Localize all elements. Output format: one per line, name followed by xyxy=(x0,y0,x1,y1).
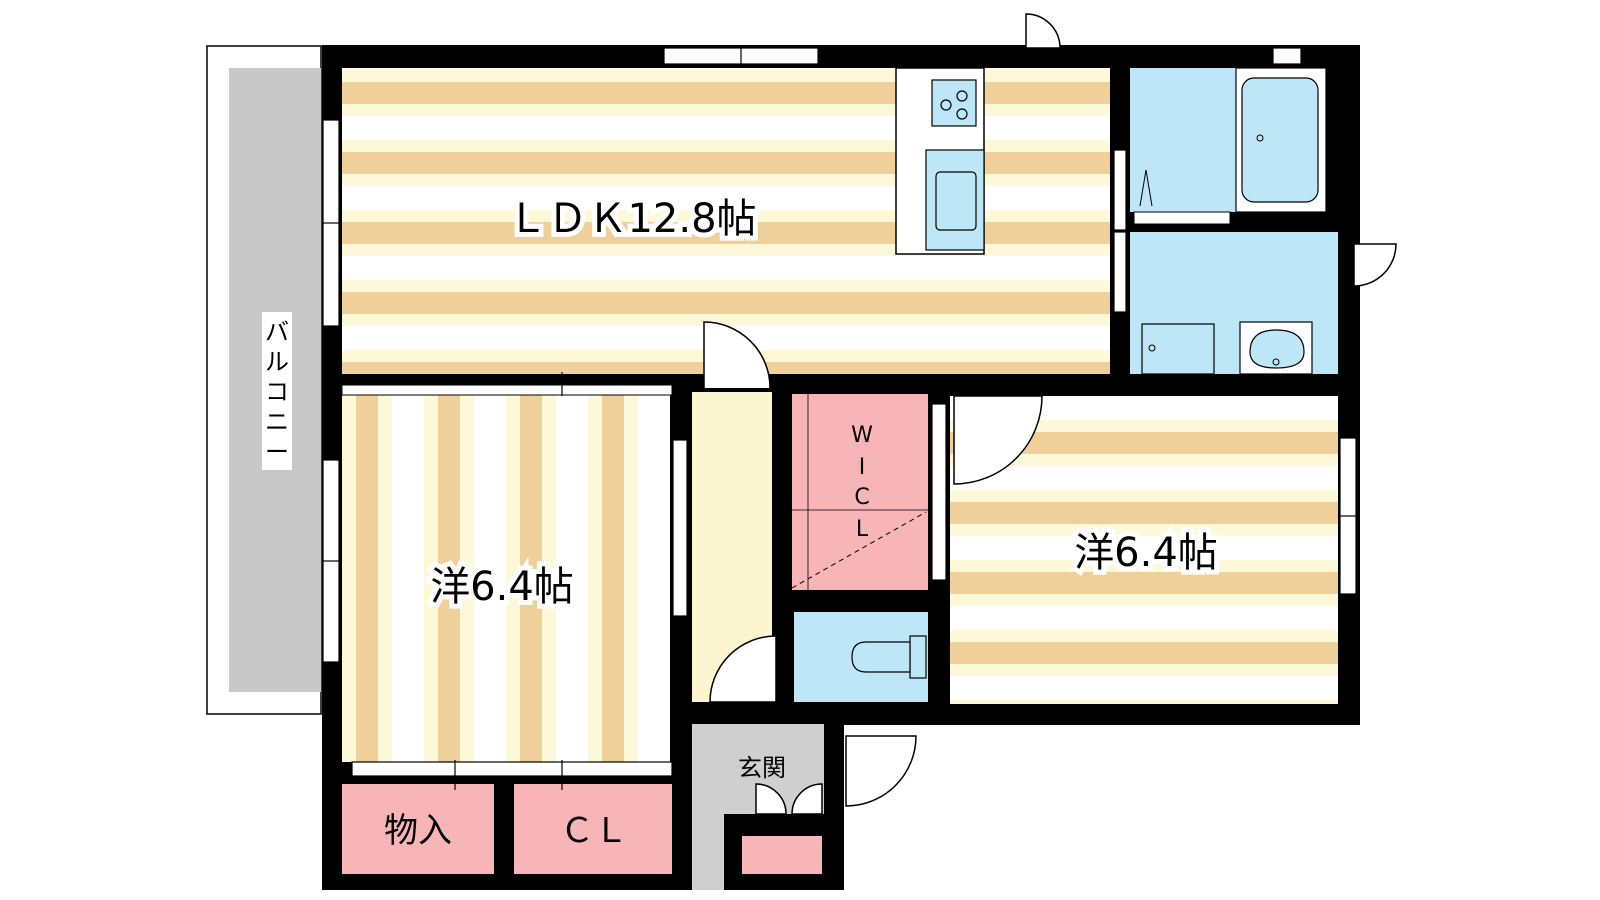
storage-floor xyxy=(342,784,494,874)
windows xyxy=(322,47,1357,790)
wash-basin-icon xyxy=(1239,321,1313,375)
storage-label: 物入 xyxy=(384,811,452,851)
wic-label: W I C L xyxy=(851,423,873,542)
balcony-label-char: コ xyxy=(265,378,289,406)
balcony-label-char: バ xyxy=(265,318,289,346)
wic-label-char: I xyxy=(859,455,866,480)
washing-machine-icon xyxy=(1141,323,1215,375)
closet-label: ＣＬ xyxy=(560,811,628,851)
shower-icon xyxy=(1133,169,1231,225)
ldk-label: ＬＤＫ12.8帖 xyxy=(507,196,756,242)
doors xyxy=(703,13,1397,815)
toilet-icon xyxy=(851,635,927,679)
balcony-label-char: ル xyxy=(265,348,289,376)
wic-label-char: W xyxy=(851,423,873,448)
wic-label-char: L xyxy=(856,517,869,542)
shoe-box xyxy=(742,836,822,874)
stove-icon xyxy=(931,79,977,127)
wic-floor xyxy=(792,394,928,590)
western-room-right-label: 洋6.4帖 xyxy=(1074,530,1218,576)
balcony-label-char: ー xyxy=(265,438,289,466)
western-room-left-label: 洋6.4帖 xyxy=(430,564,574,610)
wic-hanger-line xyxy=(791,511,927,589)
balcony xyxy=(206,45,322,715)
entrance-label: 玄関 xyxy=(738,754,786,782)
bathtub-icon xyxy=(1235,67,1327,213)
kitchen-sink-icon xyxy=(925,149,985,251)
closet-floor xyxy=(514,784,672,874)
balcony-label-char: ニ xyxy=(265,408,289,436)
wic-label-char: C xyxy=(854,485,869,510)
western-room-left-floor xyxy=(341,384,673,762)
balcony-label: バ ル コ ニ ー xyxy=(262,312,292,470)
